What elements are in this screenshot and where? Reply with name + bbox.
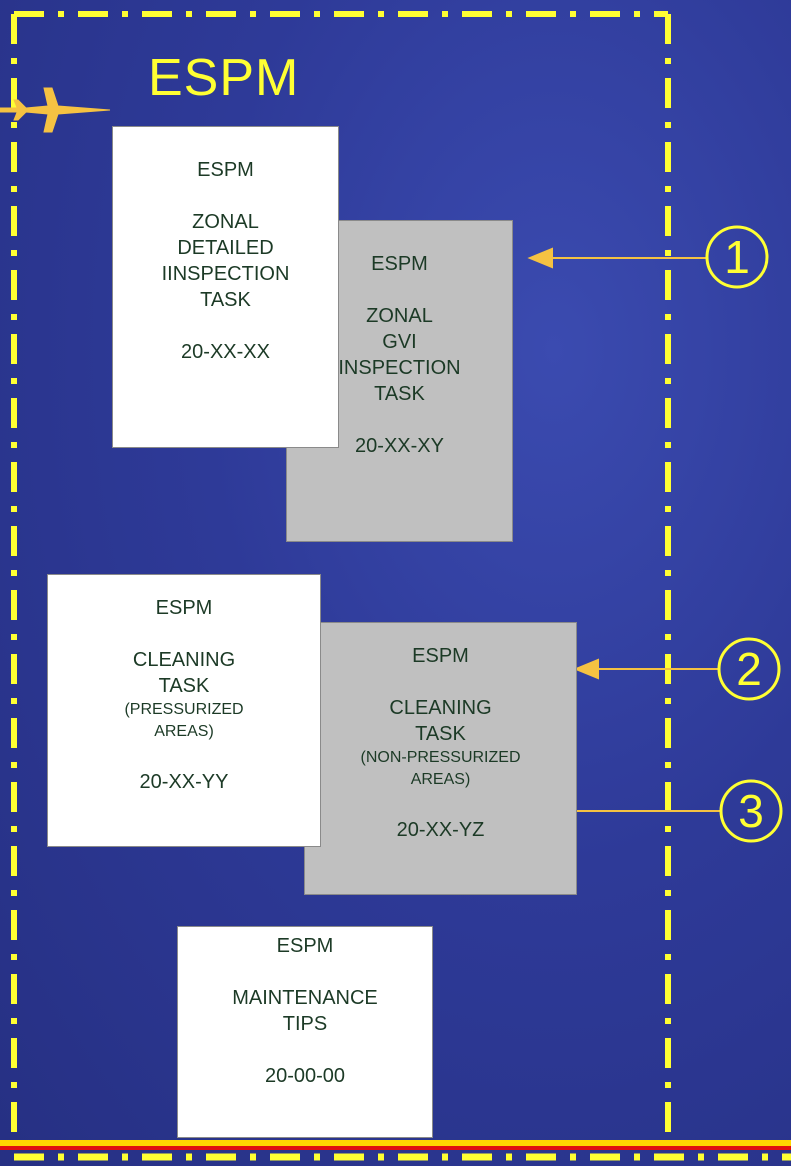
airplane-icon	[0, 87, 111, 133]
card-subline: AREAS)	[154, 723, 214, 740]
card-cleaning-pressurized: ESPM CLEANING TASK (PRESSURIZED AREAS) 2…	[47, 574, 321, 847]
marker-3-number: 3	[738, 785, 764, 837]
bottom-stripe-yellow	[0, 1140, 791, 1146]
card-line: CLEANING	[389, 697, 492, 719]
card-line: ZONAL	[192, 211, 259, 233]
card-header: ESPM	[197, 159, 254, 181]
marker-2-circle	[717, 637, 781, 701]
card-header: ESPM	[276, 935, 334, 957]
card-code: 20-XX-XX	[181, 341, 270, 363]
card-line: CLEANING	[132, 649, 236, 671]
card-line: GVI	[382, 331, 417, 353]
card-line: TIPS	[282, 1013, 328, 1035]
arrow-1-head	[527, 247, 553, 269]
card-zonal-detailed-inspection: ESPM ZONAL DETAILED IINSPECTION TASK 20-…	[112, 126, 339, 448]
card-line: TASK	[415, 723, 466, 745]
card-cleaning-non-pressurized: ESPM CLEANING TASK (NON-PRESSURIZED AREA…	[304, 622, 577, 895]
card-line: TASK	[200, 289, 251, 311]
card-code: 20-00-00	[264, 1065, 346, 1087]
card-subline: (PRESSURIZED	[124, 701, 244, 718]
arrow-2-head	[573, 658, 599, 680]
card-subline: AREAS)	[410, 771, 471, 788]
card-line: TASK	[158, 675, 210, 697]
card-code: 20-XX-YY	[139, 771, 229, 793]
card-header: ESPM	[371, 253, 428, 275]
card-line: DETAILED	[177, 237, 274, 259]
card-line: IINSPECTION	[161, 263, 290, 285]
card-code: 20-XX-YZ	[396, 819, 485, 841]
marker-3-circle	[719, 779, 783, 843]
bottom-stripe-red	[0, 1146, 791, 1150]
card-code: 20-XX-XY	[355, 435, 444, 457]
marker-1-number: 1	[724, 231, 750, 283]
marker-1-circle	[705, 225, 769, 289]
card-line: TASK	[374, 383, 425, 405]
card-header: ESPM	[412, 645, 469, 667]
card-header: ESPM	[155, 597, 213, 619]
page-title: ESPM	[148, 49, 300, 107]
marker-2-number: 2	[736, 643, 762, 695]
card-line: MAINTENANCE	[232, 987, 378, 1009]
card-line: INSPECTION	[338, 357, 461, 379]
card-line: ZONAL	[366, 305, 433, 327]
card-subline: (NON-PRESSURIZED	[360, 749, 521, 766]
card-maintenance-tips: ESPM MAINTENANCE TIPS 20-00-00	[177, 926, 433, 1138]
